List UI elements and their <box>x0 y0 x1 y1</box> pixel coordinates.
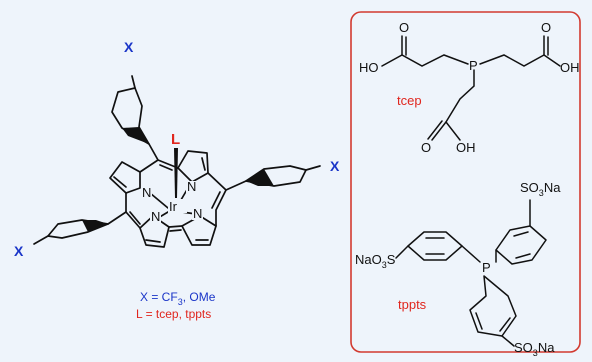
direct-bond-bottom <box>168 225 183 228</box>
tppts-ring-right <box>495 225 547 265</box>
tppts-sulfonate-left: NaO3S <box>355 252 396 270</box>
tcep-hydroxyl-left: HO <box>359 60 379 75</box>
substituent-legend: X = CF3, OMe <box>140 290 216 307</box>
nitrogen-label-4: N <box>193 206 202 221</box>
pyrrole-ring-upper-right <box>177 150 209 183</box>
tppts-structure <box>395 199 547 347</box>
tcep-oxygen-bottom: O <box>421 140 431 155</box>
nitrogen-label-1: N <box>142 185 151 200</box>
axial-ligand-wedge <box>174 148 178 198</box>
ir-label-mask <box>168 199 187 213</box>
pyrrole-ring-upper-left <box>109 161 141 194</box>
aryl-ring-top <box>111 75 159 161</box>
tppts-sulfonate-top: SO3Na <box>520 180 561 198</box>
coordination-bonds <box>149 187 197 219</box>
tcep-phosphorus: P <box>469 58 478 73</box>
tppts-atom-labels: P SO3Na NaO3S SO3Na <box>355 180 561 358</box>
meso-bridge-right <box>207 172 227 227</box>
n-label-mask-4 <box>192 208 203 220</box>
n-label-mask-3 <box>150 211 161 223</box>
tcep-name-label: tcep <box>397 93 422 108</box>
n-label-mask-1 <box>141 187 152 199</box>
substituent-label-left: X <box>14 243 24 259</box>
nitrogen-label-2: N <box>187 179 196 194</box>
tcep-hydroxyl-bottom: OH <box>456 140 476 155</box>
tppts-phosphorus: P <box>482 260 491 275</box>
substituent-label-right: X <box>330 158 340 174</box>
tppts-sulfonate-bottom: SO3Na <box>514 340 555 358</box>
tcep-atom-labels: O O HO OH P O OH <box>359 20 580 155</box>
corrole-atom-labels: Ir N N N N <box>141 179 203 224</box>
n-label-mask-2 <box>186 181 197 193</box>
double-bond-marks <box>129 164 221 232</box>
ligand-legend: L = tcep, tppts <box>136 307 211 321</box>
aryl-ring-left <box>33 211 127 245</box>
axial-ligand-label: L <box>171 131 180 148</box>
tppts-name-label: tppts <box>398 297 427 312</box>
nitrogen-label-3: N <box>151 209 160 224</box>
tppts-ring-bottom <box>469 275 517 337</box>
aryl-ring-right <box>225 165 321 191</box>
tcep-oxygen-left: O <box>399 20 409 35</box>
iridium-corrole-complex <box>33 75 321 248</box>
substituent-label-top: X <box>124 39 134 55</box>
ligand-panel-frame <box>350 11 581 353</box>
tcep-oxygen-right: O <box>541 20 551 35</box>
tcep-hydroxyl-right: OH <box>560 60 580 75</box>
metal-atom-label: Ir <box>169 199 178 214</box>
tcep-structure <box>381 35 561 141</box>
